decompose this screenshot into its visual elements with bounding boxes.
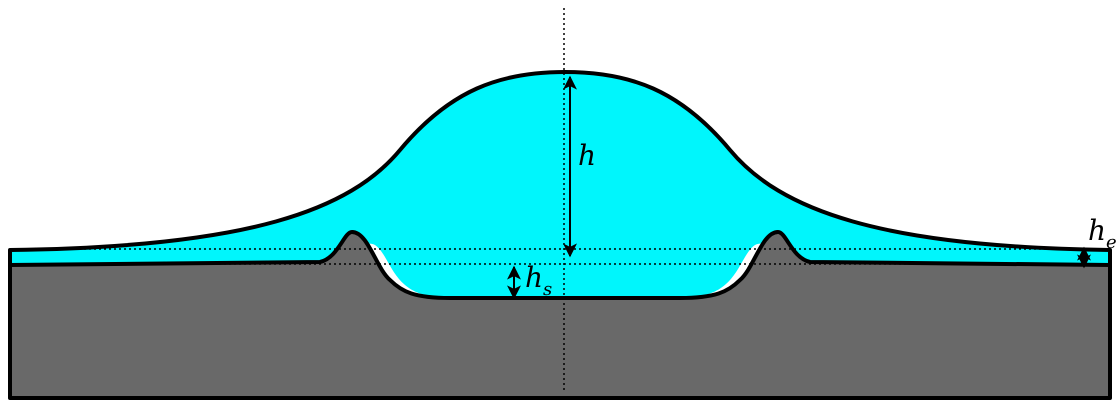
drop-surface-outline	[8, 70, 1112, 265]
substrate-depth-label: hs	[525, 261, 552, 300]
fluid-layer	[10, 72, 1110, 296]
height-label: h	[578, 139, 596, 172]
substrate	[8, 230, 1112, 400]
edge-film-label: he	[1088, 214, 1117, 253]
